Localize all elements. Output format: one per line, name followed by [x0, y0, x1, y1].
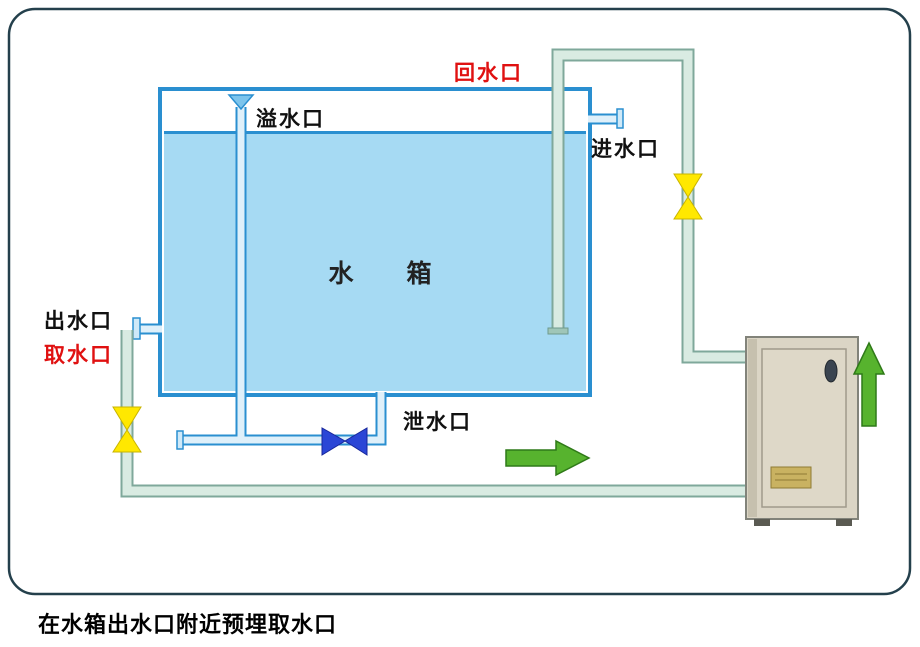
return-pipe-flange	[547, 327, 569, 335]
inlet-port-label: 进水口	[591, 138, 660, 161]
flow-arrow-right-icon	[505, 439, 591, 477]
drain-valve	[321, 427, 368, 456]
heater-nameplate	[770, 466, 812, 489]
blue-piping	[132, 94, 624, 450]
return-port-label: 回水口	[454, 62, 523, 85]
flow-arrow-up-icon	[852, 341, 886, 427]
heater-foot	[754, 519, 770, 526]
return-valve-top	[673, 173, 703, 198]
diagram-caption: 在水箱出水口附近预埋取水口	[38, 612, 338, 637]
border-frame	[7, 7, 912, 596]
heater-unit	[745, 336, 859, 526]
heater-side-shade	[748, 339, 757, 517]
outlet-port-label: 出水口	[44, 310, 113, 333]
tank-border	[158, 87, 592, 397]
return-pipe	[553, 50, 751, 362]
intake-port-label: 取水口	[44, 344, 113, 367]
drain-pipe	[183, 392, 385, 444]
overflow-funnel-icon	[227, 94, 255, 111]
water-fill	[164, 131, 586, 391]
intake-valve	[112, 406, 142, 453]
outlet-cap	[132, 317, 141, 340]
inlet-cap	[616, 108, 624, 129]
drain-valve-right	[344, 427, 368, 456]
return-valve-bottom	[673, 196, 703, 220]
return-valve	[673, 173, 703, 220]
drain-pipe-outline	[183, 392, 387, 446]
heater-foot	[836, 519, 852, 526]
intake-valve-bottom	[112, 429, 142, 453]
intake-valve-top	[112, 406, 142, 431]
drain-pipe-cap	[176, 430, 184, 450]
drain-valve-left	[321, 427, 346, 456]
water-surface-line	[164, 131, 586, 134]
heater-display-icon	[824, 359, 838, 383]
supply-pipe	[122, 330, 753, 496]
drain-port-label: 泄水口	[403, 411, 472, 434]
overflow-port-label: 溢水口	[256, 108, 325, 131]
water-tank	[158, 87, 592, 397]
teal-piping	[120, 48, 753, 498]
tank-title-label: 水 箱	[328, 260, 446, 288]
